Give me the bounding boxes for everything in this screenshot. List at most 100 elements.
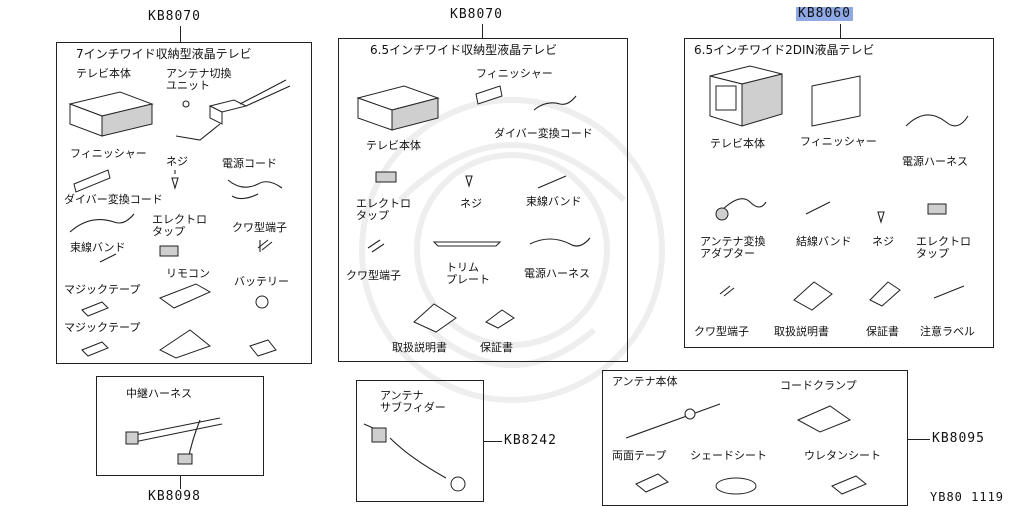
- box2-label-manual: 取扱説明書: [392, 341, 447, 354]
- box2-finisher-illustration: [475, 85, 503, 105]
- box2-electro-tap-illustration: [375, 171, 397, 183]
- leader-top-mid: [482, 24, 483, 38]
- leader-bottom-left: [180, 476, 181, 489]
- box2-bundle-band-illustration: [537, 175, 567, 189]
- box1-square-illustration: [249, 339, 277, 357]
- leader-top-left: [180, 26, 181, 42]
- box1-electro-tap-illustration: [159, 245, 179, 257]
- box3-power-harness-illustration: [905, 114, 969, 127]
- box1-label-power-cord: 電源コード: [222, 157, 277, 170]
- box3-manual-illustration: [793, 281, 833, 311]
- box2-diver-cord-illustration: [533, 95, 577, 111]
- kit-box-65inch-2din: [684, 38, 994, 348]
- box3-label-finisher: フィニッシャー: [800, 135, 877, 148]
- box3-label-kuwa-terminal: クワ型端子: [694, 325, 749, 338]
- box6-double-tape-illustration: [635, 473, 669, 493]
- box2-kuwa-illustration: [367, 239, 385, 253]
- box3-title: 6.5インチワイド2DIN液晶テレビ: [694, 43, 875, 57]
- box4-relay-harness-illustration: [129, 417, 223, 461]
- box1-finisher-illustration: [73, 169, 111, 193]
- box1-label-antenna-switch: アンテナ切換 ユニット: [166, 67, 232, 92]
- box3-label-tv-body: テレビ本体: [710, 137, 765, 150]
- code-bottom-mid: KB8242: [504, 433, 557, 448]
- box6-urethane-sheet-illustration: [831, 475, 867, 495]
- box1-label-electro-tap: エレクトロ タップ: [152, 213, 207, 238]
- box3-label-electro-tap: エレクトロ タップ: [916, 235, 971, 260]
- box2-warranty-illustration: [485, 309, 515, 329]
- box2-label-diver-cord: ダイバー変換コード: [494, 127, 593, 140]
- box1-tv-body-illustration: [68, 91, 154, 137]
- box3-antenna-adapter-illustration: [719, 198, 767, 213]
- box1-title: 7インチワイド収納型液晶テレビ: [76, 47, 252, 61]
- box2-label-warranty: 保証書: [480, 341, 513, 354]
- box3-caution-label-illustration: [933, 285, 965, 299]
- box6-antenna-body-illustration: [625, 403, 721, 439]
- box2-label-kuwa-terminal: クワ型端子: [346, 269, 401, 282]
- box2-manual-illustration: [413, 303, 457, 333]
- box2-label-power-harness: 電源ハーネス: [524, 267, 590, 280]
- figure-id: YB80 1119: [930, 490, 1005, 504]
- kit-box-sub-feeder: [356, 380, 484, 502]
- box1-label-finisher: フィニッシャー: [70, 147, 147, 160]
- box1-bundle-band-illustration: [99, 253, 117, 263]
- box6-label-cord-clamp: コードクランプ: [780, 379, 857, 392]
- box2-label-electro-tap: エレクトロ タップ: [356, 197, 411, 222]
- box3-label-power-harness: 電源ハーネス: [902, 155, 968, 168]
- box1-magic-tape-2-illustration: [81, 341, 109, 357]
- box2-title: 6.5インチワイド収納型液晶テレビ: [370, 43, 558, 57]
- box1-label-tv-body: テレビ本体: [76, 67, 131, 80]
- box5-label-sub-feeder: アンテナ サブフィダー: [380, 389, 446, 414]
- box2-label-tv-body: テレビ本体: [366, 139, 421, 152]
- box6-cord-clamp-illustration: [796, 405, 852, 433]
- box4-label-relay-harness: 中継ハーネス: [126, 387, 192, 400]
- box1-label-kuwa-terminal: クワ型端子: [232, 221, 287, 234]
- box3-label-caution-label: 注意ラベル: [920, 325, 975, 338]
- box3-electro-tap-illustration: [927, 203, 947, 215]
- box3-label-bundle-band: 結線バンド: [796, 235, 852, 248]
- kit-box-65inch-stowable: [338, 38, 628, 362]
- box3-bundle-band-illustration: [805, 201, 831, 215]
- box1-label-battery: バッテリー: [234, 275, 289, 288]
- box2-label-bundle-band: 束線バンド: [526, 195, 582, 208]
- box1-label-remote: リモコン: [166, 267, 210, 280]
- box3-label-manual: 取扱説明書: [774, 325, 829, 338]
- box1-label-screw: ネジ: [166, 155, 188, 168]
- box2-power-harness-illustration: [529, 237, 591, 247]
- box2-label-trim-plate: トリム プレート: [446, 261, 490, 286]
- box1-label-magic-tape-1: マジックテープ: [64, 283, 141, 296]
- box1-sheet-illustration: [159, 329, 212, 359]
- box1-remote-illustration: [158, 283, 212, 309]
- box1-label-bundle-band: 束線バンド: [70, 241, 126, 254]
- code-bottom-left: KB8098: [148, 489, 201, 504]
- box1-screw-illustration: [171, 170, 179, 190]
- leader-bottom-mid: [484, 441, 502, 442]
- leader-top-right: [840, 24, 841, 38]
- box1-battery-illustration: [255, 295, 269, 309]
- leader-bottom-right: [908, 439, 930, 440]
- box3-warranty-illustration: [869, 281, 901, 307]
- box6-label-antenna-body: アンテナ本体: [612, 375, 678, 388]
- box2-label-finisher: フィニッシャー: [476, 67, 553, 80]
- box2-label-screw: ネジ: [460, 197, 482, 210]
- box6-label-urethane-sheet: ウレタンシート: [804, 449, 881, 462]
- box3-label-antenna-adapter: アンテナ変換 アダプター: [700, 235, 766, 260]
- box1-diver-cord-illustration: [69, 213, 135, 233]
- box2-tv-body-illustration: [356, 85, 440, 131]
- box6-label-double-tape: 両面テープ: [612, 449, 667, 462]
- box2-trim-plate-illustration: [432, 241, 502, 247]
- kit-box-relay-harness: [96, 376, 264, 476]
- box3-kuwa-illustration: [719, 285, 735, 297]
- box3-label-warranty: 保証書: [866, 325, 899, 338]
- box6-label-shade-sheet: シェードシート: [690, 449, 767, 462]
- box3-finisher-illustration: [811, 75, 861, 127]
- box6-shade-sheet-illustration: [715, 477, 757, 495]
- code-top-right-highlighted: KB8060: [796, 6, 853, 21]
- box1-power-cord-illustration: [227, 179, 283, 200]
- box3-label-screw: ネジ: [872, 235, 894, 248]
- box3-tv-body-illustration: [709, 65, 783, 127]
- box1-antenna-switch-illustration: [175, 79, 291, 141]
- box1-kuwa-illustration: [257, 239, 273, 252]
